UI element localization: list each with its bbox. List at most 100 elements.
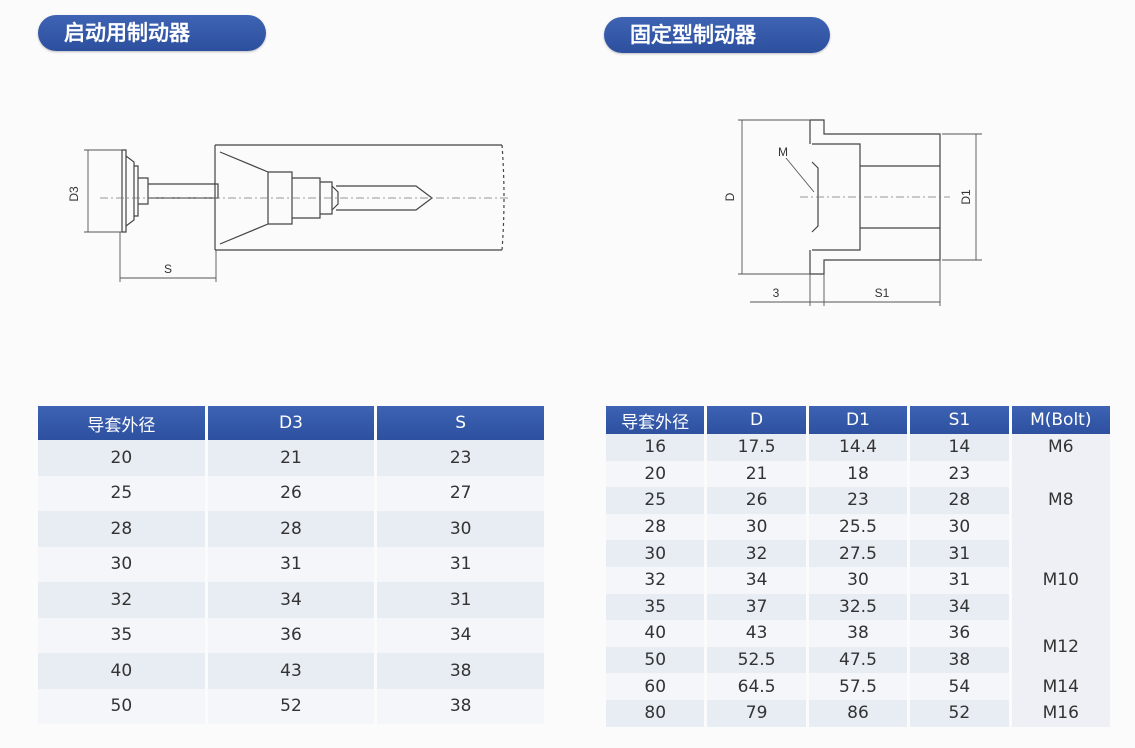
table-cell: 18 [808,460,908,488]
dim-label-d3: D3 [67,186,81,202]
table-cell: 31 [377,582,544,618]
col-header: S [377,406,544,440]
table-cell: 34 [207,582,375,618]
table-cell: 79 [707,699,806,727]
table-cell: 25.5 [808,513,908,541]
table-cell: 28 [207,511,375,547]
table-cell: 38 [910,646,1009,674]
table-cell: 30 [377,511,544,547]
col-header: 导套外径 [38,406,205,440]
dim-label-m: M [778,145,788,159]
table-cell: 50 [38,688,205,724]
table-cell: 14.4 [808,434,908,461]
table-cell: 38 [377,653,544,689]
table-cell: 32.5 [808,593,908,621]
col-header: M(Bolt) [1011,406,1110,434]
table-cell: 35 [38,617,205,653]
table-cell: 14 [910,434,1009,461]
table-cell: 40 [38,653,205,689]
table-cell: 86 [808,699,908,727]
table-cell: 43 [207,653,375,689]
bolt-cell: M10 [1011,540,1110,621]
table-cell: 30 [910,513,1009,541]
table-cell: 27 [377,475,544,511]
dim-label-3: 3 [773,286,780,300]
table-cell: 32 [606,566,705,594]
bolt-cell: M14 [1011,673,1110,700]
table-cell: 32 [38,582,205,618]
table-cell: 38 [377,688,544,724]
table-cell: 31 [910,566,1009,594]
section-title-starter-brake: 启动用制动器 [38,15,266,51]
col-header: D3 [207,406,375,440]
table-cell: 52 [207,688,375,724]
bolt-cell: M16 [1011,699,1110,727]
bolt-cell: M8 [1011,460,1110,541]
section-title-fixed-brake: 固定型制动器 [604,17,830,53]
table-cell: 31 [207,546,375,582]
col-header: D [707,406,806,434]
table-cell: 23 [910,460,1009,488]
table-cell: 35 [606,593,705,621]
table-cell: 25 [38,475,205,511]
table-cell: 27.5 [808,540,908,567]
table-cell: 30 [606,540,705,567]
col-header: D1 [808,406,908,434]
table-cell: 64.5 [707,673,806,700]
table-cell: 28 [38,511,205,547]
table-cell: 26 [207,475,375,511]
table-cell: 21 [207,440,375,476]
table-cell: 37 [707,593,806,621]
table-cell: 28 [606,513,705,541]
table-cell: 40 [606,620,705,647]
table-cell: 52 [910,699,1009,727]
table-cell: 20 [606,460,705,488]
table-cell: 57.5 [808,673,908,700]
table-header-row: 导套外径 D D1 S1 M(Bolt) [606,406,1110,434]
table-cell: 60 [606,673,705,700]
table-cell: 34 [377,617,544,653]
dim-label-d1: D1 [959,189,973,205]
table-cell: 30 [38,546,205,582]
table-cell: 54 [910,673,1009,700]
table-cell: 80 [606,699,705,727]
table-cell: 32 [707,540,806,567]
bolt-cell: M6 [1011,434,1110,461]
table-cell: 34 [910,593,1009,621]
table-cell: 20 [38,440,205,476]
bolt-cell: M12 [1011,620,1110,674]
table-cell: 30 [808,566,908,594]
dim-label-s1: S1 [875,286,890,300]
table-cell: 52.5 [707,646,806,674]
table-cell: 30 [707,513,806,541]
col-header: S1 [910,406,1009,434]
table-cell: 16 [606,434,705,461]
table-cell: 28 [910,487,1009,514]
table-cell: 47.5 [808,646,908,674]
table-cell: 36 [207,617,375,653]
table-cell: 34 [707,566,806,594]
table-cell: 38 [808,620,908,647]
table-header-row: 导套外径 D3 S [38,406,544,440]
col-header: 导套外径 [606,406,705,434]
table-cell: 26 [707,487,806,514]
table-cell: 31 [910,540,1009,567]
table-cell: 17.5 [707,434,806,461]
table-cell: 50 [606,646,705,674]
table-cell: 21 [707,460,806,488]
dim-label-d: D [723,192,737,201]
